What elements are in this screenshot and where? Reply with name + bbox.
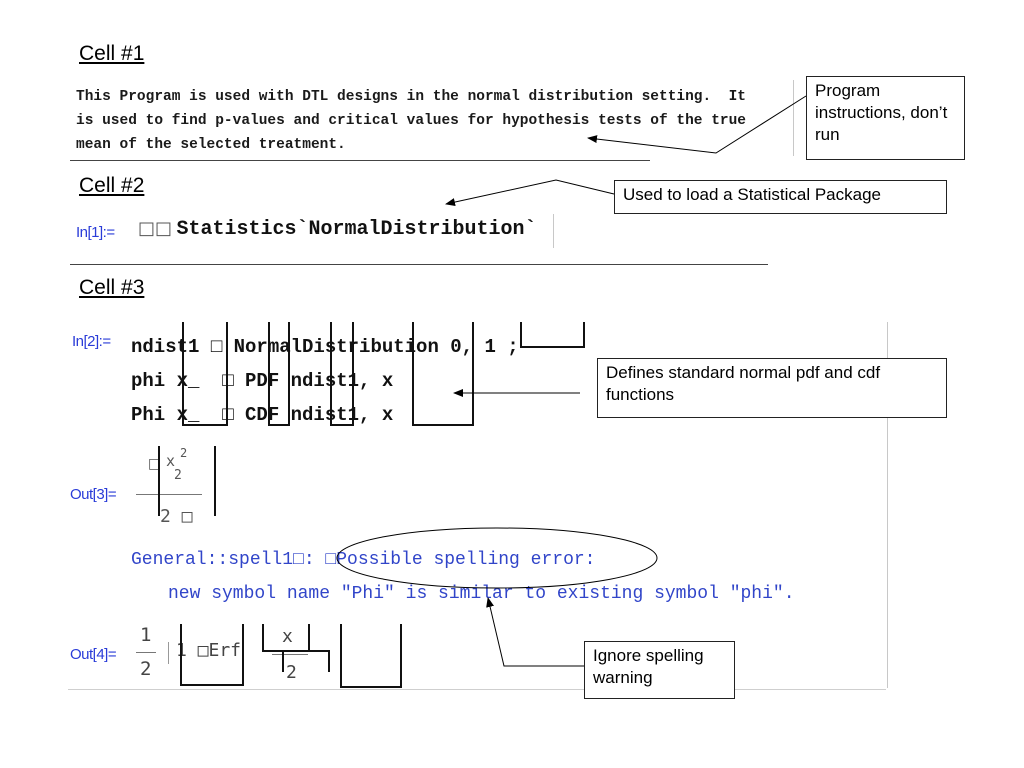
bracket-artifact <box>268 322 290 426</box>
output-prompt: Out[4]= <box>70 646 117 663</box>
exponent-x: x <box>166 452 176 470</box>
load-package-code: Statistics`NormalDistribution` <box>176 218 537 241</box>
fraction-denominator: 2 <box>140 658 152 680</box>
fraction-numerator: 1 <box>140 624 152 646</box>
fraction-bar <box>272 654 308 655</box>
erf-argument-denominator: 2 <box>286 662 297 683</box>
bracket-artifact <box>158 446 216 516</box>
missing-glyph-icon: □□ <box>138 218 173 239</box>
spelling-warning-line-2: new symbol name "Phi" is similar to exis… <box>168 584 795 604</box>
erf-argument-numerator: x <box>282 626 293 647</box>
code-line: phi x_ □ PDF ndist1, x <box>131 370 394 392</box>
callout-ignore-warning: Ignore spelling warning <box>584 641 735 699</box>
cell-1-description[interactable]: This Program is used with DTL designs in… <box>76 85 746 157</box>
erf-expression: 1 □Erf <box>176 640 242 661</box>
description-line: mean of the selected treatment. <box>76 137 346 153</box>
bracket-artifact <box>282 650 330 672</box>
denominator: 2 □ <box>160 506 193 527</box>
cell-1-bracket[interactable] <box>792 80 794 156</box>
bracket-artifact <box>520 322 585 348</box>
bracket-artifact <box>182 322 228 426</box>
exponent-power: 2 <box>180 446 188 460</box>
input-prompt: In[1]:= <box>76 224 115 241</box>
bracket-artifact <box>262 624 310 652</box>
description-line: is used to find p-values and critical va… <box>76 113 747 129</box>
open-paren <box>168 642 169 664</box>
spelling-warning-line-1: General::spell1□: □Possible spelling err… <box>131 550 596 570</box>
callout-program-instructions: Program instructions, don’t run <box>806 76 965 160</box>
arrow-package <box>445 179 615 206</box>
exponent-denominator: 2 <box>174 468 182 483</box>
cell-2-input[interactable]: □□ Statistics`NormalDistribution` <box>138 218 537 241</box>
bracket-artifact <box>340 624 402 688</box>
cell-2-title: Cell #2 <box>79 174 145 197</box>
cell-3-bottom-line <box>68 689 886 690</box>
cell-1-title: Cell #1 <box>79 42 145 65</box>
cell-3-title: Cell #3 <box>79 276 145 299</box>
input-prompt: In[2]:= <box>72 333 111 350</box>
cell-2-bracket[interactable] <box>552 214 554 248</box>
description-line: This Program is used with DTL designs in… <box>76 89 747 105</box>
bracket-artifact <box>180 624 244 686</box>
callout-defines-functions: Defines standard normal pdf and cdf func… <box>597 358 947 418</box>
missing-glyph-icon: □ <box>148 456 162 472</box>
output-prompt: Out[3]= <box>70 486 117 503</box>
callout-statistical-package: Used to load a Statistical Package <box>614 180 947 214</box>
out4-expression: 1 2 1 □Erf x 2 <box>132 622 422 686</box>
fraction-bar <box>136 494 202 495</box>
cell-2-divider <box>70 264 768 265</box>
cell-3-bracket[interactable] <box>886 322 888 688</box>
arrow-ignore <box>486 597 584 667</box>
fraction-bar <box>136 652 156 653</box>
out3-expression: □ x 2 2 2 □ <box>136 446 206 530</box>
bracket-artifact <box>412 322 474 426</box>
cell-1-divider <box>70 160 650 161</box>
cell-3-input[interactable]: ndist1 □ NormalDistribution 0, 1 ; phi x… <box>131 330 519 432</box>
bracket-artifact <box>330 322 354 426</box>
